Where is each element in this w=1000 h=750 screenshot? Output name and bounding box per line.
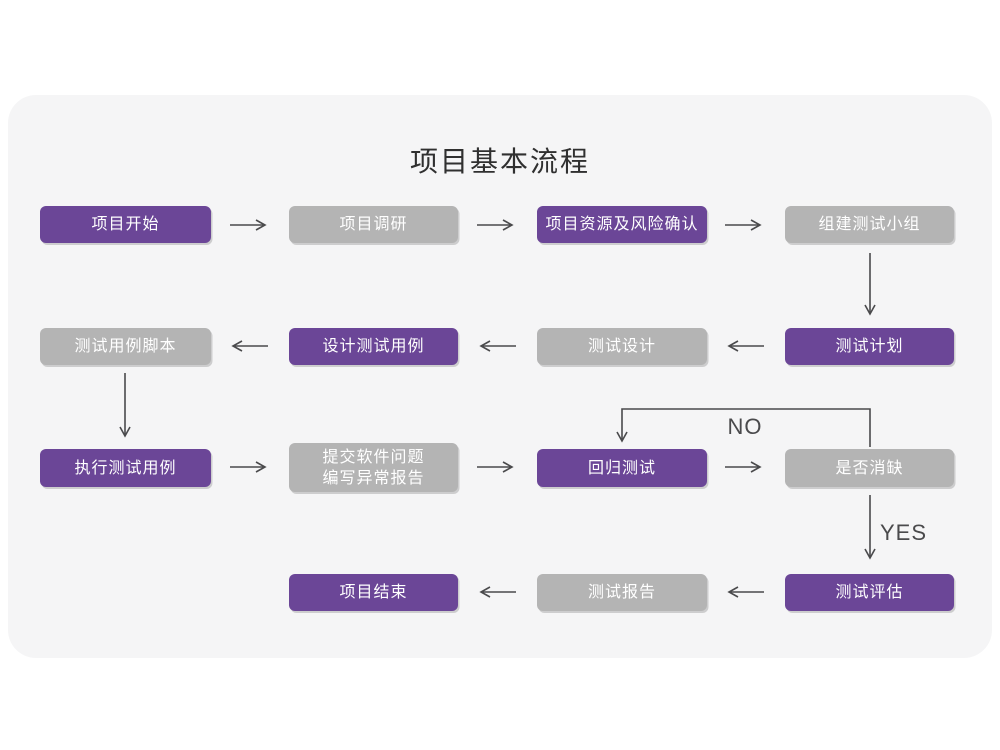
node-execute-test-cases: 执行测试用例 <box>40 449 211 487</box>
node-test-plan: 测试计划 <box>785 328 954 365</box>
arrow-no-loop <box>616 408 871 447</box>
node-label: 项目资源及风险确认 <box>545 216 699 233</box>
node-label: 回归测试 <box>587 459 656 477</box>
node-label: 执行测试用例 <box>74 459 177 477</box>
node-form-test-team: 组建测试小组 <box>785 206 954 243</box>
node-test-report: 测试报告 <box>537 574 707 611</box>
node-submit-issues-report: 提交软件问题 编写异常报告 <box>289 443 458 492</box>
flowchart-card <box>8 95 992 658</box>
node-defects-cleared: 是否消缺 <box>785 449 954 487</box>
node-label: 测试报告 <box>587 584 656 601</box>
node-label: 项目结束 <box>339 584 408 601</box>
node-label: 组建测试小组 <box>818 216 921 233</box>
edge-label-no: NO <box>727 414 763 439</box>
node-label: 测试评估 <box>835 584 904 601</box>
edge-label-yes: YES <box>880 520 928 545</box>
node-project-end: 项目结束 <box>289 574 458 611</box>
node-project-research: 项目调研 <box>289 206 458 243</box>
node-label: 项目开始 <box>91 216 160 233</box>
node-label: 设计测试用例 <box>322 338 425 355</box>
node-label: 项目调研 <box>339 216 408 233</box>
node-test-evaluation: 测试评估 <box>785 574 954 611</box>
node-test-design: 测试设计 <box>537 328 707 365</box>
node-label: 测试计划 <box>835 338 904 355</box>
node-label: 测试设计 <box>587 338 656 355</box>
node-project-start: 项目开始 <box>40 206 211 243</box>
node-design-test-cases: 设计测试用例 <box>289 328 458 365</box>
node-resource-risk-confirmation: 项目资源及风险确认 <box>537 206 707 243</box>
node-label: 测试用例脚本 <box>74 338 177 355</box>
node-test-case-script: 测试用例脚本 <box>40 328 211 365</box>
page-title: 项目基本流程 <box>409 146 590 177</box>
node-label: 提交软件问题 编写异常报告 <box>322 448 425 487</box>
node-regression-test: 回归测试 <box>537 449 707 487</box>
node-label: 是否消缺 <box>835 459 904 477</box>
